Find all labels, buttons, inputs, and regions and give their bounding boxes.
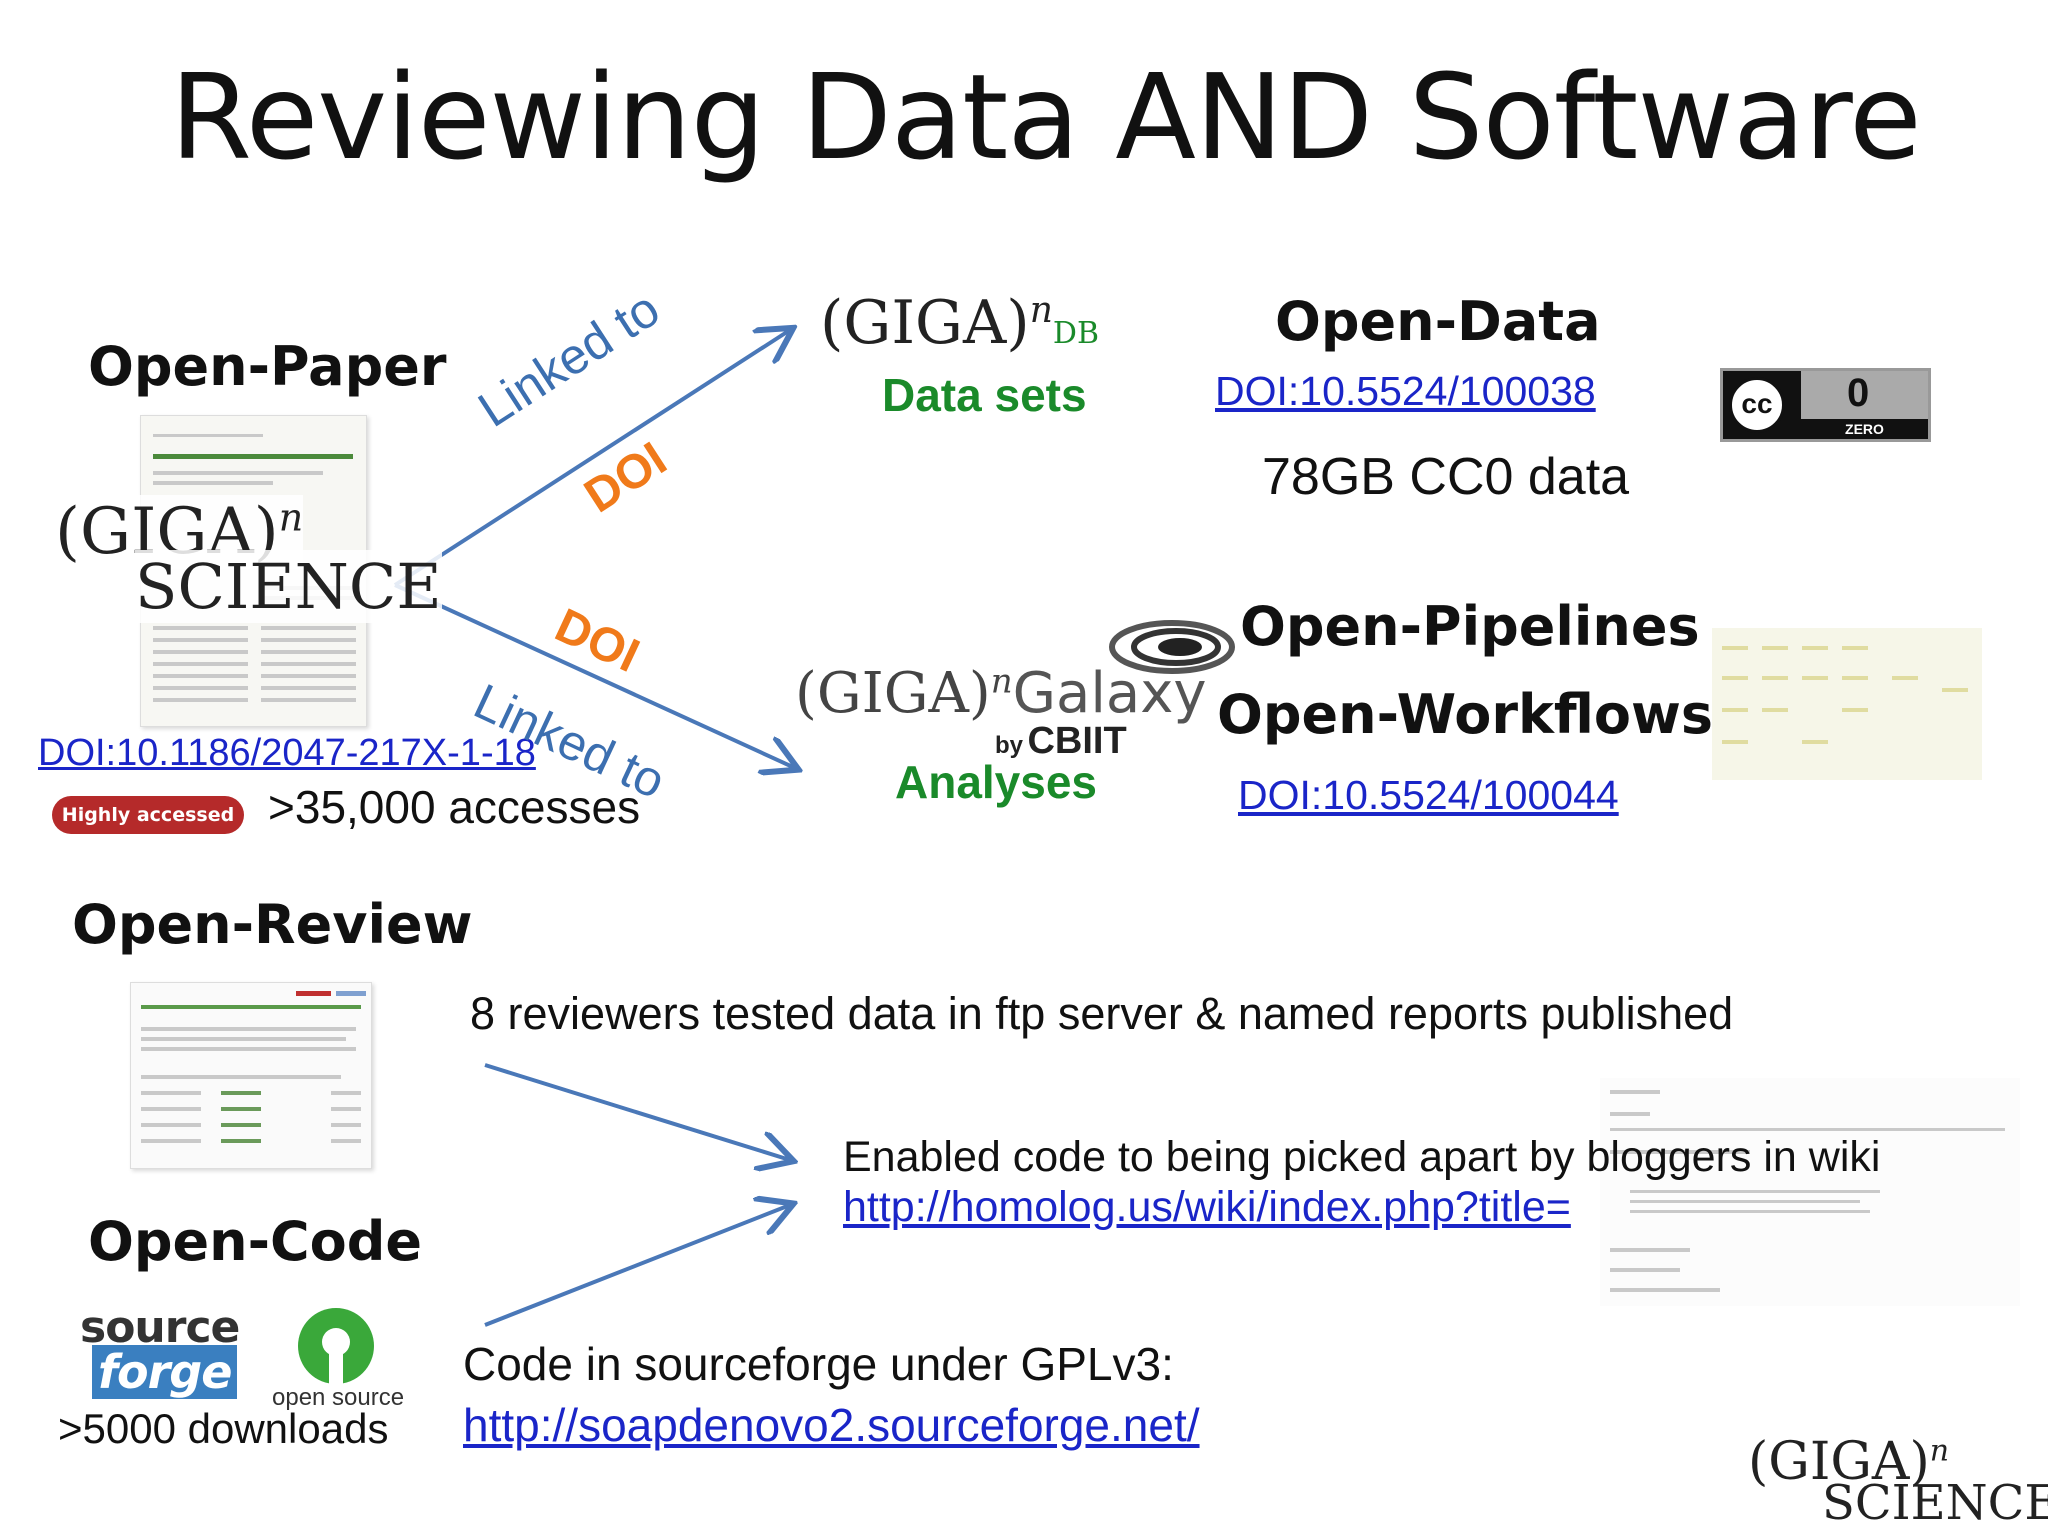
open-code-heading: Open-Code bbox=[88, 1210, 423, 1273]
review-thumbnail bbox=[130, 982, 372, 1169]
open-data-heading: Open-Data bbox=[1275, 290, 1601, 353]
gigadb-logo: (GIGA)nDB bbox=[820, 288, 1100, 358]
galaxy-by-cbiit: by CBIIT bbox=[995, 720, 1127, 762]
arrow-review-to-wiki bbox=[484, 1063, 790, 1160]
slide-title: Reviewing Data AND Software bbox=[170, 48, 1922, 186]
arrow-code-to-wiki bbox=[484, 1205, 790, 1327]
open-source-label: open source bbox=[272, 1384, 405, 1411]
footer-gigascience-logo-bottom: SCIENCE bbox=[1822, 1475, 2048, 1531]
footer-gigascience-logo-top: (GIGA)n bbox=[1748, 1432, 1950, 1492]
arrow-to-gigadb bbox=[393, 330, 790, 587]
workflow-thumbnail bbox=[1712, 628, 1982, 780]
data-sets-label: Data sets bbox=[882, 369, 1087, 421]
sourceforge-logo-top: source bbox=[80, 1302, 240, 1353]
code-description: Code in sourceforge under GPLv3: bbox=[463, 1338, 1174, 1390]
downloads-count: >5000 downloads bbox=[58, 1405, 389, 1452]
galaxy-logo: (GIGA)nGalaxy bbox=[795, 661, 1207, 726]
galaxy-swirl-icon bbox=[1108, 618, 1236, 676]
review-description: 8 reviewers tested data in ftp server & … bbox=[470, 988, 1734, 1039]
gigascience-logo-bottom: SCIENCE bbox=[135, 550, 442, 623]
open-paper-doi-link[interactable]: DOI:10.1186/2047-217X-1-18 bbox=[38, 732, 536, 774]
open-pipelines-heading: Open-Pipelines bbox=[1240, 595, 1700, 658]
accesses-count: >35,000 accesses bbox=[268, 781, 641, 833]
open-workflows-heading: Open-Workflows bbox=[1217, 683, 1714, 746]
sourceforge-link[interactable]: http://soapdenovo2.sourceforge.net/ bbox=[463, 1399, 1200, 1451]
data-size-text: 78GB CC0 data bbox=[1262, 448, 1630, 506]
open-review-heading: Open-Review bbox=[72, 893, 473, 956]
wiki-link[interactable]: http://homolog.us/wiki/index.php?title= bbox=[843, 1183, 1571, 1231]
analyses-label: Analyses bbox=[895, 756, 1098, 808]
open-source-icon bbox=[296, 1306, 376, 1386]
cc-zero-badge: cc 0 ZERO bbox=[1720, 368, 1931, 442]
open-pipelines-doi-link[interactable]: DOI:10.5524/100044 bbox=[1238, 772, 1619, 818]
wiki-description: Enabled code to being picked apart by bl… bbox=[843, 1133, 1881, 1181]
cc-icon: cc bbox=[1729, 377, 1785, 433]
open-data-doi-link[interactable]: DOI:10.5524/100038 bbox=[1215, 368, 1596, 414]
sourceforge-logo-bottom: forge bbox=[92, 1345, 238, 1399]
highly-accessed-badge: Highly accessed bbox=[52, 796, 244, 834]
arrow-to-galaxy bbox=[394, 583, 795, 768]
wiki-thumbnail bbox=[1600, 1078, 2020, 1306]
open-paper-heading: Open-Paper bbox=[88, 335, 447, 398]
